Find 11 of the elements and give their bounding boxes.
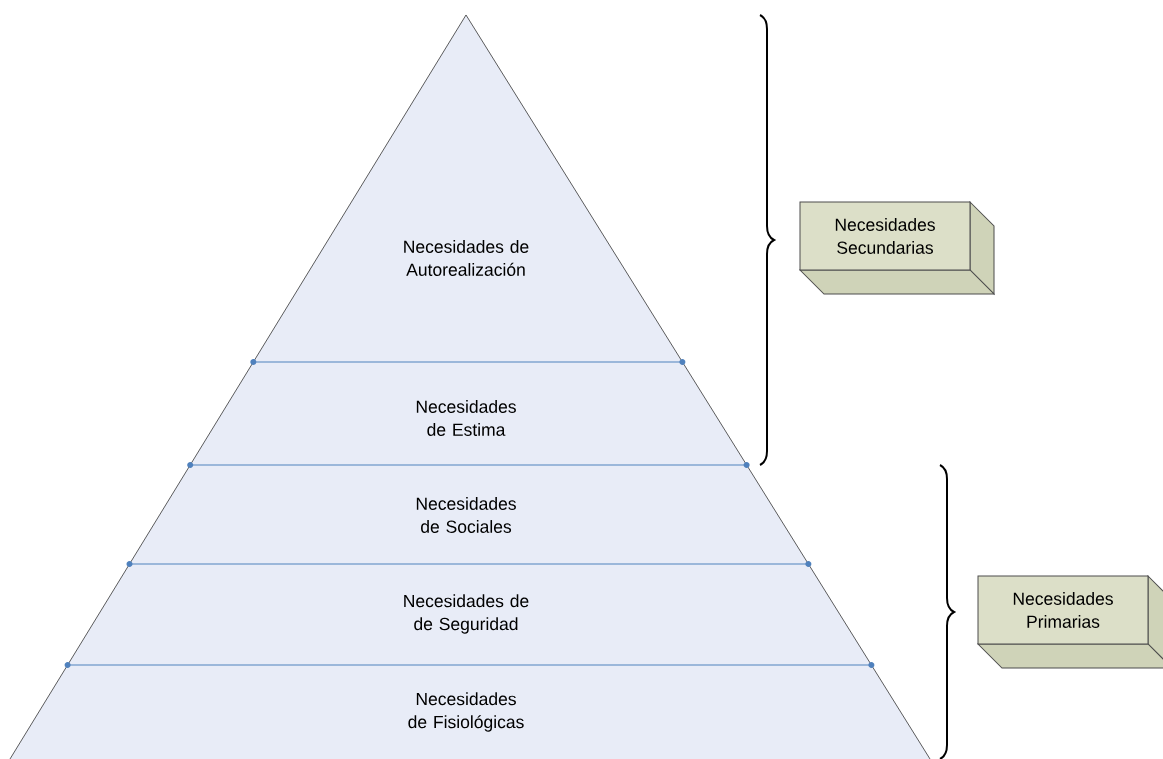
pyramid-level: Necesidades de Fisiológicas (10, 665, 930, 759)
node-label: Necesidades de Fisiológicas (408, 692, 524, 732)
3d-box: Necesidades Primarias (977, 575, 1163, 669)
pyramid-level: Necesidades de de Seguridad (67, 564, 872, 665)
pyramid-level: Necesidades de Sociales (129, 465, 809, 564)
node-label: Necesidades de Estima (416, 400, 516, 436)
3d-box: Necesidades Secundarias (799, 201, 995, 295)
pyramid-level: Necesidades de Estima (190, 362, 747, 465)
node-label: Necesidades de Autorealización (404, 240, 529, 276)
node-label: Necesidades de de Seguridad (404, 594, 529, 634)
node-label: Necesidades de Sociales (416, 497, 516, 533)
